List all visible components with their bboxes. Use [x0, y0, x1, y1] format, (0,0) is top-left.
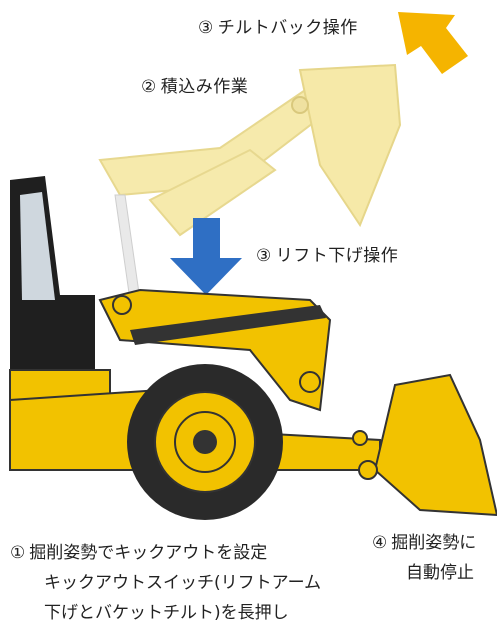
step-number: ④	[372, 533, 388, 553]
step-number: ③	[256, 246, 272, 266]
front-tire	[127, 364, 283, 520]
digging-bucket	[352, 373, 497, 517]
step-line: 掘削姿勢でキックアウトを設定	[29, 543, 268, 563]
ghost-raised-bucket	[291, 63, 402, 228]
step-text: 積込み作業	[160, 77, 249, 97]
step-text: チルトバック操作	[217, 18, 358, 38]
lift-down-arrow-icon	[170, 218, 242, 295]
lift-arm	[98, 288, 332, 412]
step-line: 下げとバケットチルト)を長押し	[44, 603, 289, 623]
tilt-back-arrow-icon	[398, 12, 468, 74]
step-number: ①	[10, 543, 26, 563]
step-line: 自動停止	[406, 563, 474, 583]
step-line: キックアウトスイッチ(リフトアーム	[44, 573, 322, 593]
step-number: ③	[198, 18, 214, 38]
ghost-raised-arm	[98, 78, 332, 301]
step-text: リフト下げ操作	[275, 246, 399, 266]
step-line: 掘削姿勢に	[391, 533, 477, 553]
step-number: ②	[141, 77, 157, 97]
